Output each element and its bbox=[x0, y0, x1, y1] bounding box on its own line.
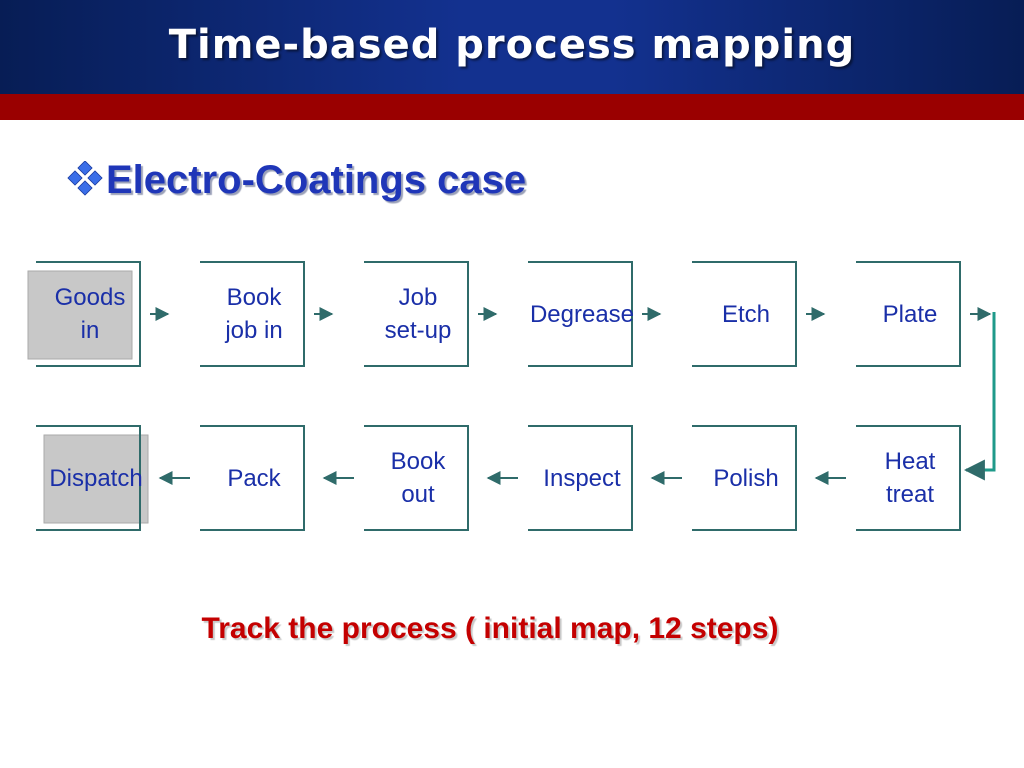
process-step-box bbox=[528, 425, 633, 531]
row-connector-arrow bbox=[963, 312, 996, 481]
highlight-box bbox=[43, 434, 149, 524]
process-step-box bbox=[692, 261, 797, 367]
process-step-box bbox=[200, 425, 305, 531]
process-step-box bbox=[364, 261, 469, 367]
diamond-bullet-icon bbox=[67, 161, 103, 196]
process-step-box bbox=[692, 425, 797, 531]
slide-title: Time-based process mapping bbox=[168, 22, 856, 68]
process-step-box bbox=[364, 425, 469, 531]
process-step-box bbox=[856, 261, 961, 367]
process-step-label: Plate bbox=[882, 300, 938, 328]
process-step-box bbox=[856, 425, 961, 531]
slide-header: Time-based process mapping bbox=[0, 0, 1024, 94]
process-step-label: Etch bbox=[721, 300, 771, 328]
process-step-label: Dispatch bbox=[49, 464, 143, 492]
highlight-box bbox=[27, 270, 133, 360]
header-accent-bar bbox=[0, 94, 1024, 120]
process-step-label: Inspect bbox=[543, 464, 621, 492]
bullet-text: Electro-Coatings case bbox=[106, 157, 527, 202]
slide-caption: Track the process ( initial map, 12 step… bbox=[201, 612, 779, 645]
process-step-box bbox=[36, 261, 141, 367]
bullet-point: Electro-Coatings case bbox=[66, 150, 526, 210]
process-step-box bbox=[528, 261, 633, 367]
process-step-box bbox=[200, 261, 305, 367]
process-step-label: Pack bbox=[227, 464, 281, 492]
process-step-box bbox=[36, 425, 141, 531]
process-step-label: Polish bbox=[713, 464, 779, 492]
process-step-label: Degrease bbox=[529, 300, 635, 328]
